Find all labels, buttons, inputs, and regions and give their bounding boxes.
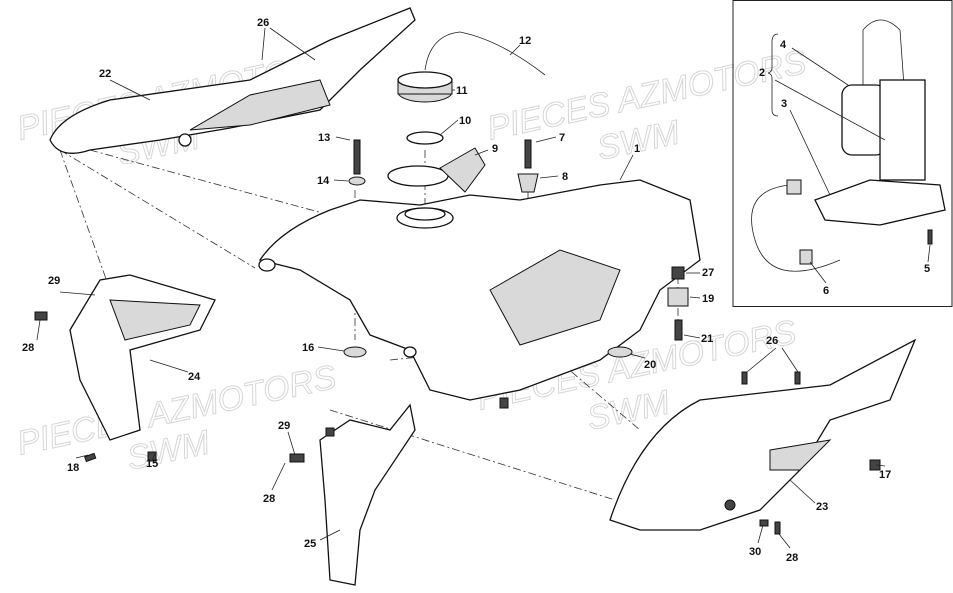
lower-panel-25 <box>319 403 416 586</box>
callout-23: 23 <box>816 501 828 513</box>
vent-hose-12 <box>424 31 546 76</box>
callout-18: 18 <box>67 462 79 474</box>
callout-6: 6 <box>823 285 829 297</box>
callout-8: 8 <box>562 171 568 183</box>
callout-26: 26 <box>257 17 269 29</box>
callout-14: 14 <box>317 175 330 187</box>
gasket-10 <box>406 131 444 145</box>
callout-4: 4 <box>780 39 787 51</box>
callout-17: 17 <box>879 469 891 481</box>
callout-25: 25 <box>304 538 316 550</box>
leader-lines <box>36 27 931 549</box>
side-cover-22 <box>49 7 416 154</box>
callout-7: 7 <box>559 132 565 144</box>
callout-9: 9 <box>492 143 498 155</box>
callout-labels: 26 22 12 11 10 9 13 14 7 8 1 4 2 3 5 6 2… <box>22 17 930 564</box>
callout-30: 30 <box>749 546 761 558</box>
callout-20: 20 <box>644 359 656 371</box>
callout-27: 27 <box>702 267 714 279</box>
callout-21: 21 <box>701 333 713 345</box>
callout-10: 10 <box>459 115 471 127</box>
callout-12: 12 <box>519 35 531 47</box>
ring-9 <box>387 165 449 187</box>
fuel-pump-inset <box>732 0 953 307</box>
callout-24: 24 <box>188 371 201 383</box>
brace <box>767 33 779 117</box>
callout-5: 5 <box>924 263 930 275</box>
callout-28b: 28 <box>263 493 275 505</box>
callout-28c: 28 <box>786 552 798 564</box>
callout-29: 29 <box>48 275 60 287</box>
callout-28: 28 <box>22 342 34 354</box>
callout-22: 22 <box>99 68 111 80</box>
callout-13: 13 <box>318 132 330 144</box>
callout-15: 15 <box>146 458 158 470</box>
callout-19: 19 <box>702 293 714 305</box>
callout-29b: 29 <box>278 420 290 432</box>
callout-11: 11 <box>456 85 468 97</box>
fuel-tank <box>258 179 701 401</box>
callout-1: 1 <box>634 143 640 155</box>
callout-16: 16 <box>302 342 314 354</box>
callout-26b: 26 <box>766 335 778 347</box>
callout-2: 2 <box>759 67 765 79</box>
fuel-pump-assembly <box>751 19 946 272</box>
callout-3: 3 <box>781 98 787 110</box>
